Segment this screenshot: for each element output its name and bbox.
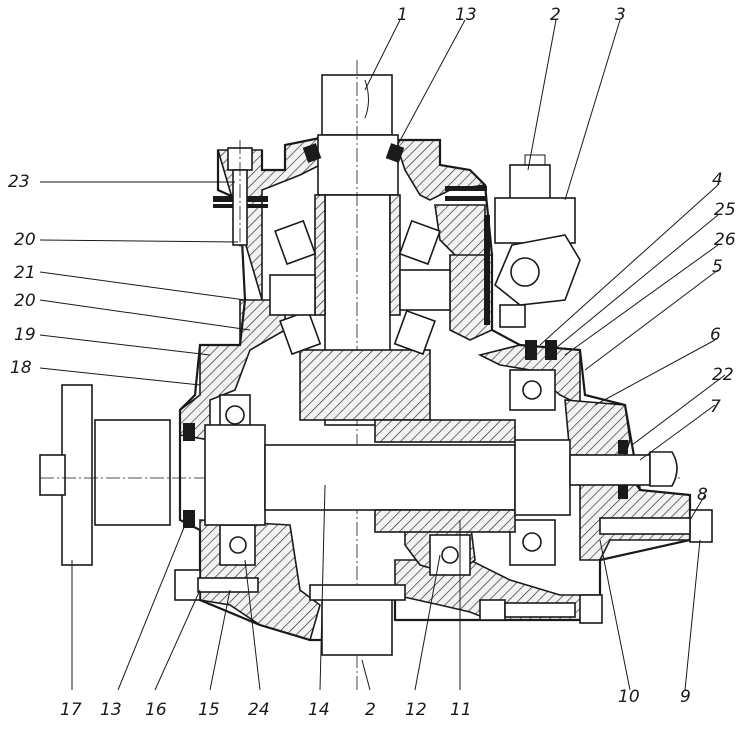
callout-12: 12 [405,700,427,720]
callout-19: 19 [14,325,36,345]
callout-18: 18 [10,358,32,378]
leader-lines [39,19,726,691]
callout-2-top: 2 [550,5,561,25]
callout-8: 8 [697,485,708,505]
vertical-shaft [299,60,431,690]
callout-13-top: 13 [455,5,477,25]
bearings-right [219,340,557,576]
callout-labels: 1 13 2 3 4 25 26 5 6 22 7 8 23 20 21 20 … [8,5,736,720]
callout-25: 25 [714,200,736,220]
callout-24: 24 [248,700,270,720]
callout-2-bottom: 2 [365,700,376,720]
callout-17: 17 [60,700,82,720]
top-bearings [269,143,451,356]
callout-13-bottom: 13 [100,700,122,720]
callout-6: 6 [710,325,721,345]
callout-10: 10 [618,687,640,707]
callout-1: 1 [397,5,408,25]
callout-23: 23 [8,172,30,192]
callout-5: 5 [712,257,723,277]
bottom-bolts [174,509,713,624]
callout-20-a: 20 [14,230,36,250]
callout-14: 14 [308,700,330,720]
fitting-2-3 [494,154,581,328]
callout-21: 21 [14,263,36,283]
callout-20-b: 20 [14,291,36,311]
bolt-23 [227,140,253,250]
callout-11: 11 [450,700,472,720]
horizontal-shaft [39,384,680,566]
callout-22: 22 [712,365,734,385]
callout-3: 3 [615,5,626,25]
callout-7: 7 [710,397,721,417]
callout-15: 15 [198,700,220,720]
callout-9: 9 [680,687,691,707]
callout-16: 16 [145,700,167,720]
callout-26: 26 [714,230,736,250]
callout-4: 4 [712,170,723,190]
